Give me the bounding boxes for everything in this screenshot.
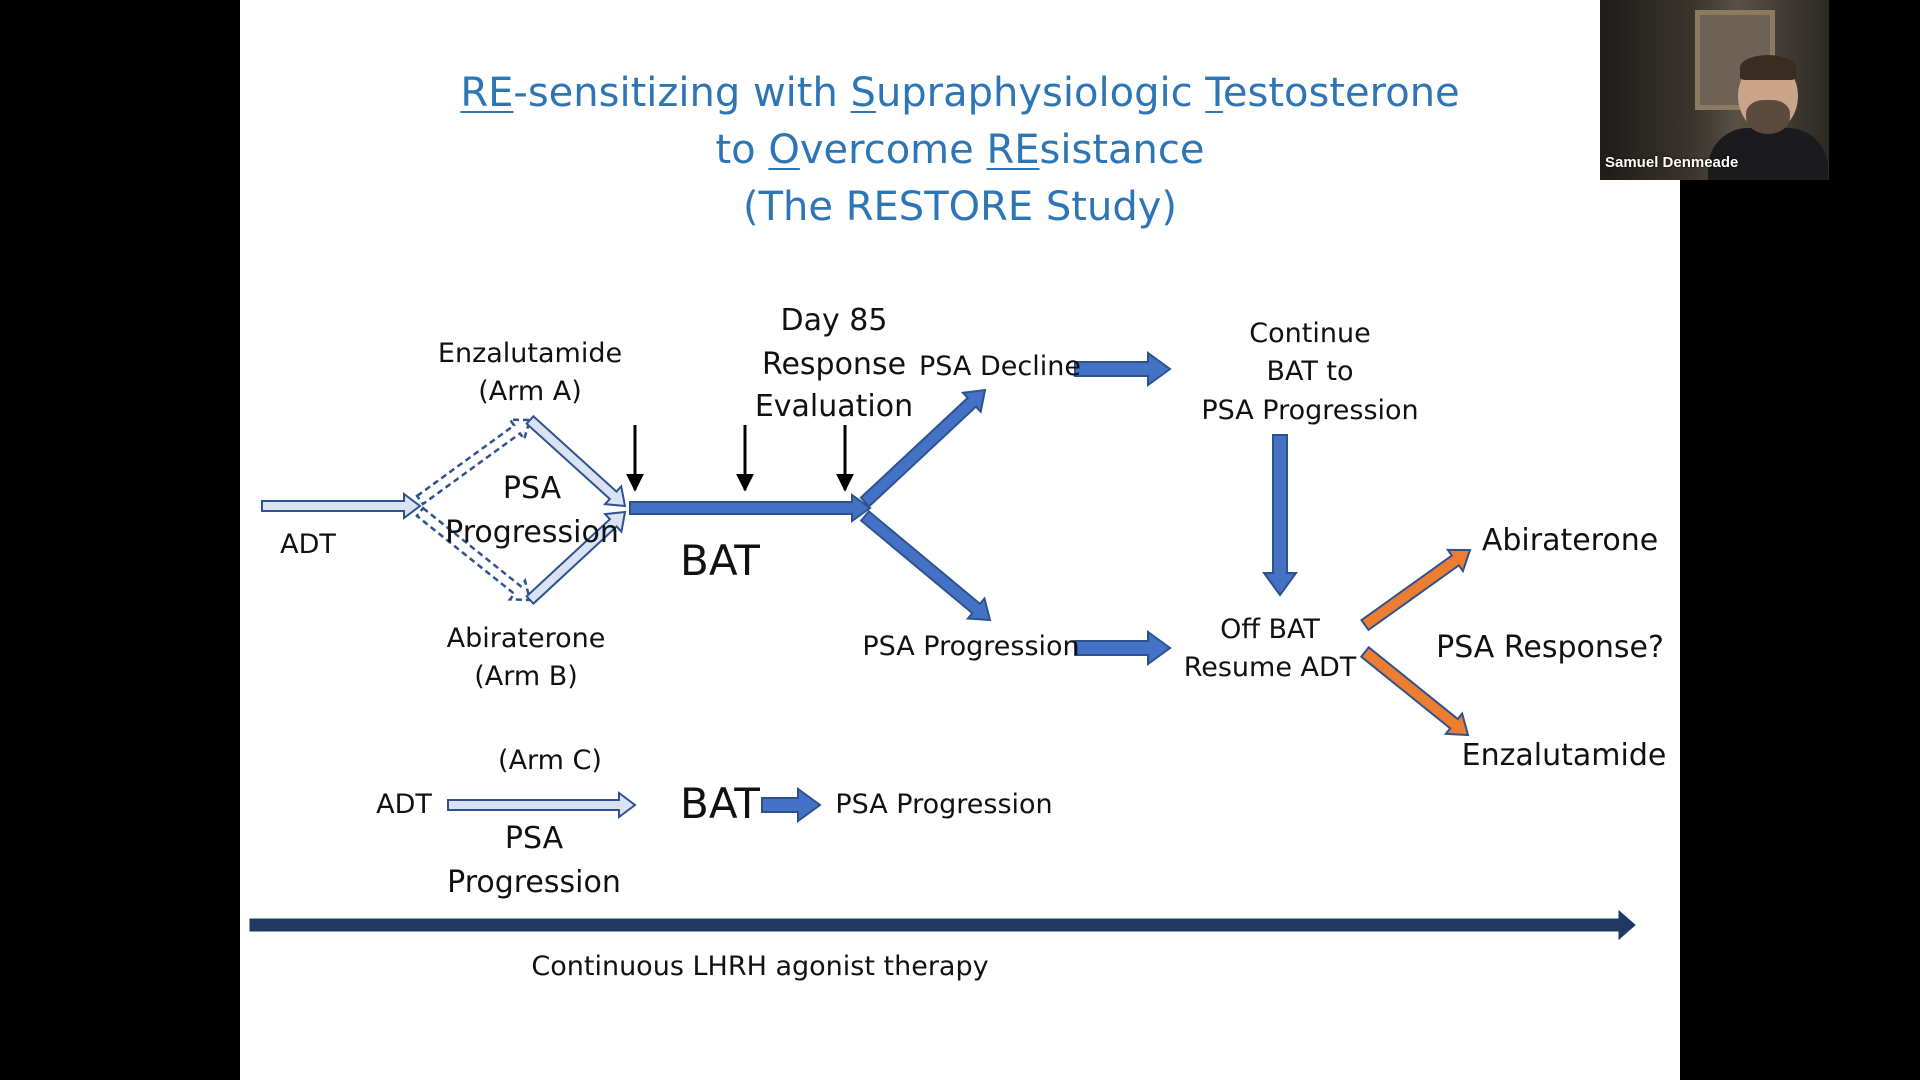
arm-b-to-bat-arrow	[525, 510, 627, 606]
psa-progression-c-label: PSA Progression	[835, 789, 1053, 820]
continue-label: Continue	[1249, 318, 1371, 349]
psa-label: PSA	[502, 471, 562, 506]
arm-c-bat-arrow	[761, 787, 822, 823]
arm-a-dashed-arrow	[415, 418, 532, 506]
participant-body	[1708, 128, 1828, 180]
slide-title-line-1: RE-sensitizing with Supraphysiologic Tes…	[240, 70, 1680, 116]
psa-decline-to-continue-arrow	[1074, 351, 1172, 387]
lhrh-timeline-arrow	[249, 909, 1636, 941]
arm-c-label: (Arm C)	[498, 745, 602, 776]
adt-label: ADT	[280, 529, 336, 560]
to-abiraterone-arrow	[1360, 548, 1472, 632]
title-segment: sistance	[1039, 127, 1205, 173]
abiraterone-arm-b-label: Abiraterone	[446, 623, 606, 654]
bat-label: BAT	[680, 536, 760, 585]
title-segment: T	[1205, 70, 1223, 116]
progression-c-label: Progression	[447, 865, 621, 900]
continue-psa-progression-label: PSA Progression	[1201, 395, 1419, 426]
bat-c-label: BAT	[680, 779, 760, 828]
abiraterone-right-label: Abiraterone	[1481, 523, 1659, 558]
off-bat-label: Off BAT	[1220, 614, 1320, 645]
participant-hair	[1740, 55, 1796, 80]
participant-video-tile[interactable]: Samuel Denmeade	[1600, 0, 1829, 180]
arm-c-adt-arrow	[447, 791, 637, 819]
arm-a-label: (Arm A)	[478, 376, 582, 407]
participant-beard	[1746, 100, 1790, 134]
psa-response-label: PSA Response?	[1436, 630, 1664, 665]
title-segment: S	[850, 70, 876, 116]
evaluation-markers	[626, 425, 854, 492]
slide-title-line-3: (The RESTORE Study)	[743, 184, 1177, 230]
enzalutamide-arm-a-label: Enzalutamide	[437, 338, 623, 369]
title-segment: to	[715, 127, 769, 173]
adt-c-label: ADT	[376, 789, 432, 820]
psa-progression-label-mid: PSA Progression	[862, 631, 1080, 662]
bat-to-label: BAT to	[1266, 356, 1354, 387]
title-segment: -sensitizing with	[513, 70, 851, 116]
day-85-label: Day 85	[780, 303, 888, 338]
psa-decline-label: PSA Decline	[919, 351, 1081, 382]
psa-progression-label: Progression	[445, 515, 619, 550]
enzalutamide-right-label: Enzalutamide	[1461, 738, 1667, 773]
slide-title-line-2: to Overcome REsistance	[240, 127, 1680, 173]
title-segment: upraphysiologic	[875, 70, 1206, 116]
adt-input-arrow	[261, 492, 422, 520]
participant-name: Samuel Denmeade	[1605, 154, 1739, 171]
continue-to-off-bat-arrow	[1262, 434, 1298, 597]
title-segment: RE	[986, 127, 1040, 173]
evaluation-label: Evaluation	[754, 389, 914, 424]
arm-b-dashed-arrow	[415, 506, 532, 602]
resume-adt-label: Resume ADT	[1183, 652, 1357, 683]
psa-c-label: PSA	[504, 821, 564, 856]
title-segment: estosterone	[1222, 70, 1460, 116]
psa-progression-branch-arrow	[859, 509, 992, 622]
presentation-slide: RE-sensitizing with Supraphysiologic Tes…	[240, 0, 1680, 1080]
title-segment: RE	[460, 70, 514, 116]
psa-progression-to-off-bat-arrow	[1074, 630, 1172, 666]
title-segment: O	[768, 127, 800, 173]
title-segment: vercome	[799, 127, 987, 173]
lhrh-agonist-label: Continuous LHRH agonist therapy	[531, 951, 989, 982]
response-label: Response	[761, 347, 907, 382]
flow-diagram	[249, 351, 1636, 941]
arm-a-to-bat-arrow	[525, 414, 627, 508]
bat-main-arrow	[629, 493, 872, 523]
psa-decline-branch-arrow	[859, 388, 987, 508]
arm-b-label: (Arm B)	[474, 661, 578, 692]
to-enzalutamide-arrow	[1359, 645, 1470, 737]
